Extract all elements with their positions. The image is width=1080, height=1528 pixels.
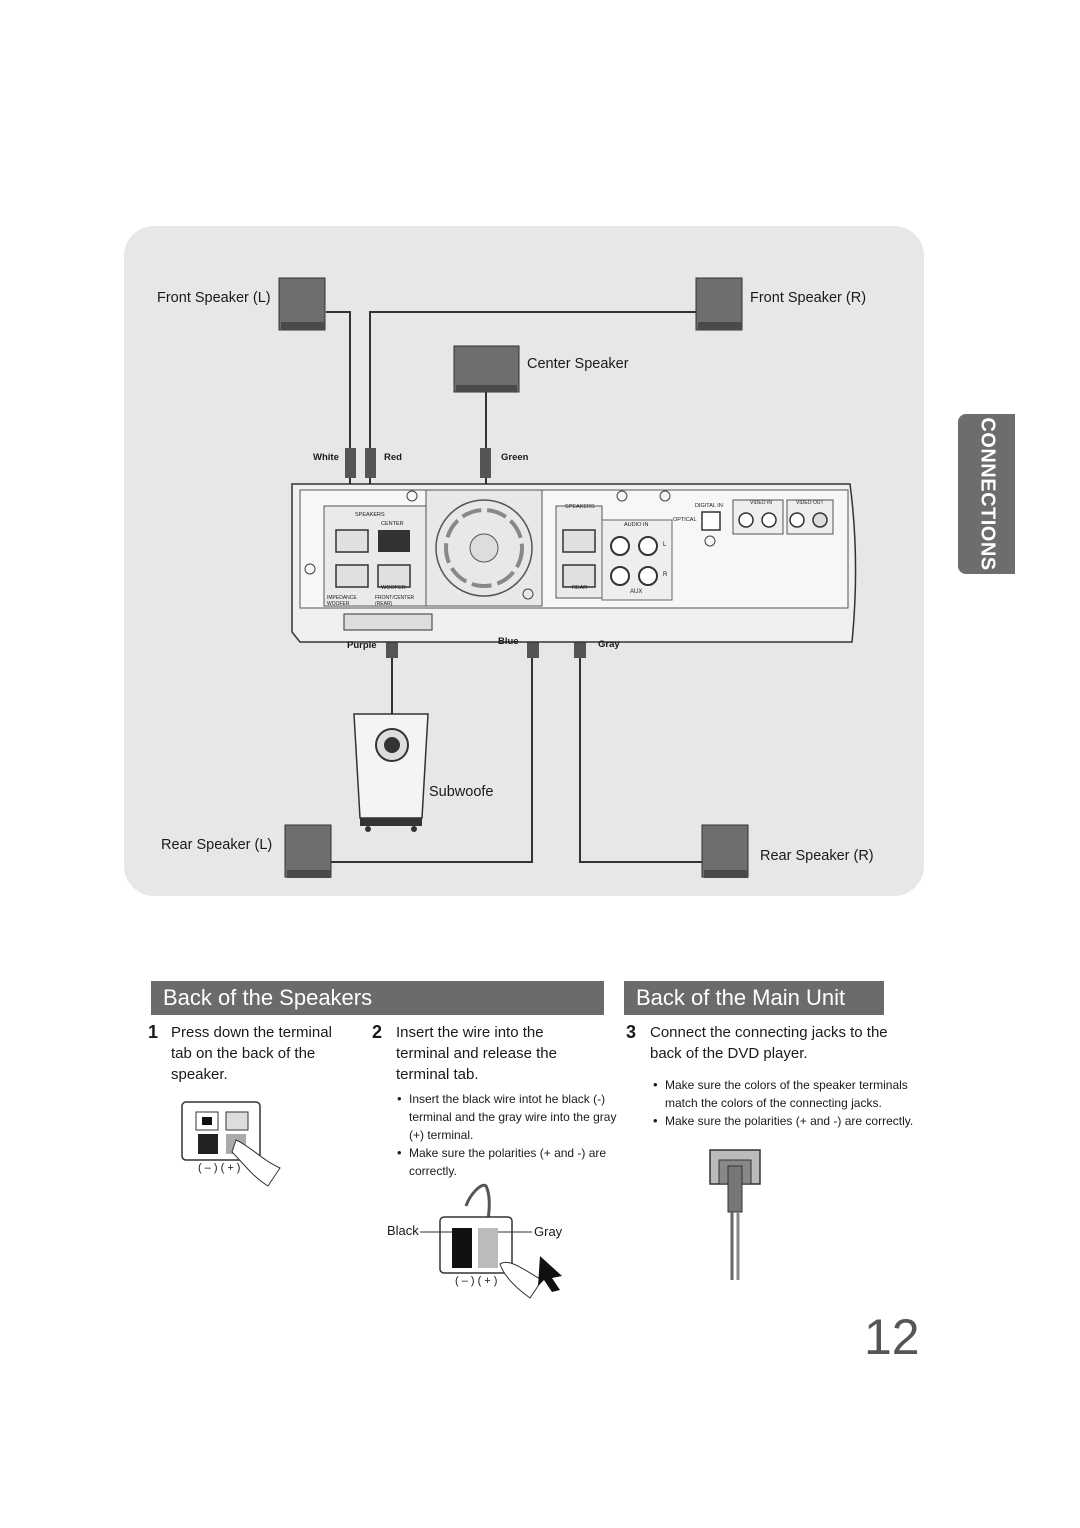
connections-side-tab: CONNECTIONS: [958, 414, 1015, 574]
page-number: 12: [864, 1309, 920, 1365]
step-2-number: 2: [372, 1022, 383, 1042]
rear-speaker-left-icon: [284, 824, 332, 878]
unit-l-label: L: [663, 542, 667, 548]
unit-front-center-label: FRONT/CENTER: [375, 595, 415, 601]
subwoofer-label: Subwoofe: [429, 784, 494, 800]
step-2-notes: Insert the black wire intot he black (-)…: [397, 1090, 629, 1180]
step-3-number: 3: [626, 1022, 637, 1042]
gray-wire-label: Gray: [534, 1224, 563, 1239]
wire-purple-label: Purple: [347, 640, 377, 651]
center-speaker-icon: [453, 345, 520, 393]
front-speaker-left-label: Front Speaker (L): [157, 290, 271, 306]
unit-center-label: CENTER: [381, 521, 404, 527]
center-speaker-label: Center Speaker: [527, 356, 629, 372]
connector-jack-icon: [709, 1149, 761, 1280]
polarity-label-1: ( – ) ( + ): [198, 1162, 241, 1174]
step-3-note-2: Make sure the polarities (+ and -) are c…: [653, 1112, 943, 1130]
terminal-press-icon: [181, 1101, 281, 1187]
unit-rear-label: REAR: [572, 585, 588, 591]
unit-video-in-label: VIDEO IN: [750, 500, 772, 506]
wire-gray-label: Gray: [598, 639, 620, 650]
unit-rear-note: (REAR): [375, 601, 393, 607]
subwoofer-icon: [353, 713, 429, 832]
rear-speaker-left-label: Rear Speaker (L): [161, 837, 273, 853]
terminal-insert-icon: [420, 1183, 562, 1299]
main-unit-back-panel: [291, 483, 857, 643]
step-3-text: Connect the connecting jacks to the back…: [650, 1024, 888, 1062]
front-speaker-right-icon: [695, 277, 743, 331]
rear-speaker-right-icon: [701, 824, 749, 878]
unit-optical-label: OPTICAL: [673, 517, 697, 523]
unit-impedance-label: IMPEDANCE: [327, 595, 357, 601]
front-speaker-left-icon: [278, 277, 326, 331]
unit-impedance-detail: WOOFER: [327, 601, 350, 607]
wire-white-label: White: [313, 452, 339, 463]
black-wire-label: Black: [387, 1223, 419, 1238]
unit-aux-label: AUX: [630, 589, 643, 595]
step-2-text: Insert the wire into the terminal and re…: [396, 1024, 557, 1083]
unit-woofer-label: WOOFER: [381, 585, 406, 591]
wire-blue-label: Blue: [498, 636, 519, 647]
unit-r-label: R: [663, 572, 668, 578]
step-3-notes: Make sure the colors of the speaker term…: [653, 1076, 943, 1130]
unit-digital-in-label: DIGITAL IN: [695, 503, 723, 509]
step-3-note-1: Make sure the colors of the speaker term…: [653, 1076, 943, 1112]
step-1-number: 1: [148, 1022, 159, 1042]
step-1-text: Press down the terminal tab on the back …: [171, 1024, 332, 1083]
step-2-note-2: Make sure the polarities (+ and -) are c…: [397, 1144, 629, 1180]
wire-red-label: Red: [384, 452, 402, 463]
wire-green-label: Green: [501, 452, 529, 463]
front-speaker-right-label: Front Speaker (R): [750, 290, 867, 306]
unit-video-out-label: VIDEO OUT: [796, 500, 824, 506]
step-2-note-1: Insert the black wire intot he black (-)…: [397, 1090, 629, 1144]
unit-speakers-right-label: SPEAKERS: [565, 504, 595, 510]
section-header-speakers: Back of the Speakers: [151, 981, 604, 1015]
rear-speaker-right-label: Rear Speaker (R): [760, 848, 874, 864]
unit-audio-in-label: AUDIO IN: [624, 522, 649, 528]
section-header-main-unit: Back of the Main Unit: [624, 981, 884, 1015]
unit-speakers-left-label: SPEAKERS: [355, 512, 385, 518]
polarity-label-2: ( – ) ( + ): [455, 1275, 498, 1287]
